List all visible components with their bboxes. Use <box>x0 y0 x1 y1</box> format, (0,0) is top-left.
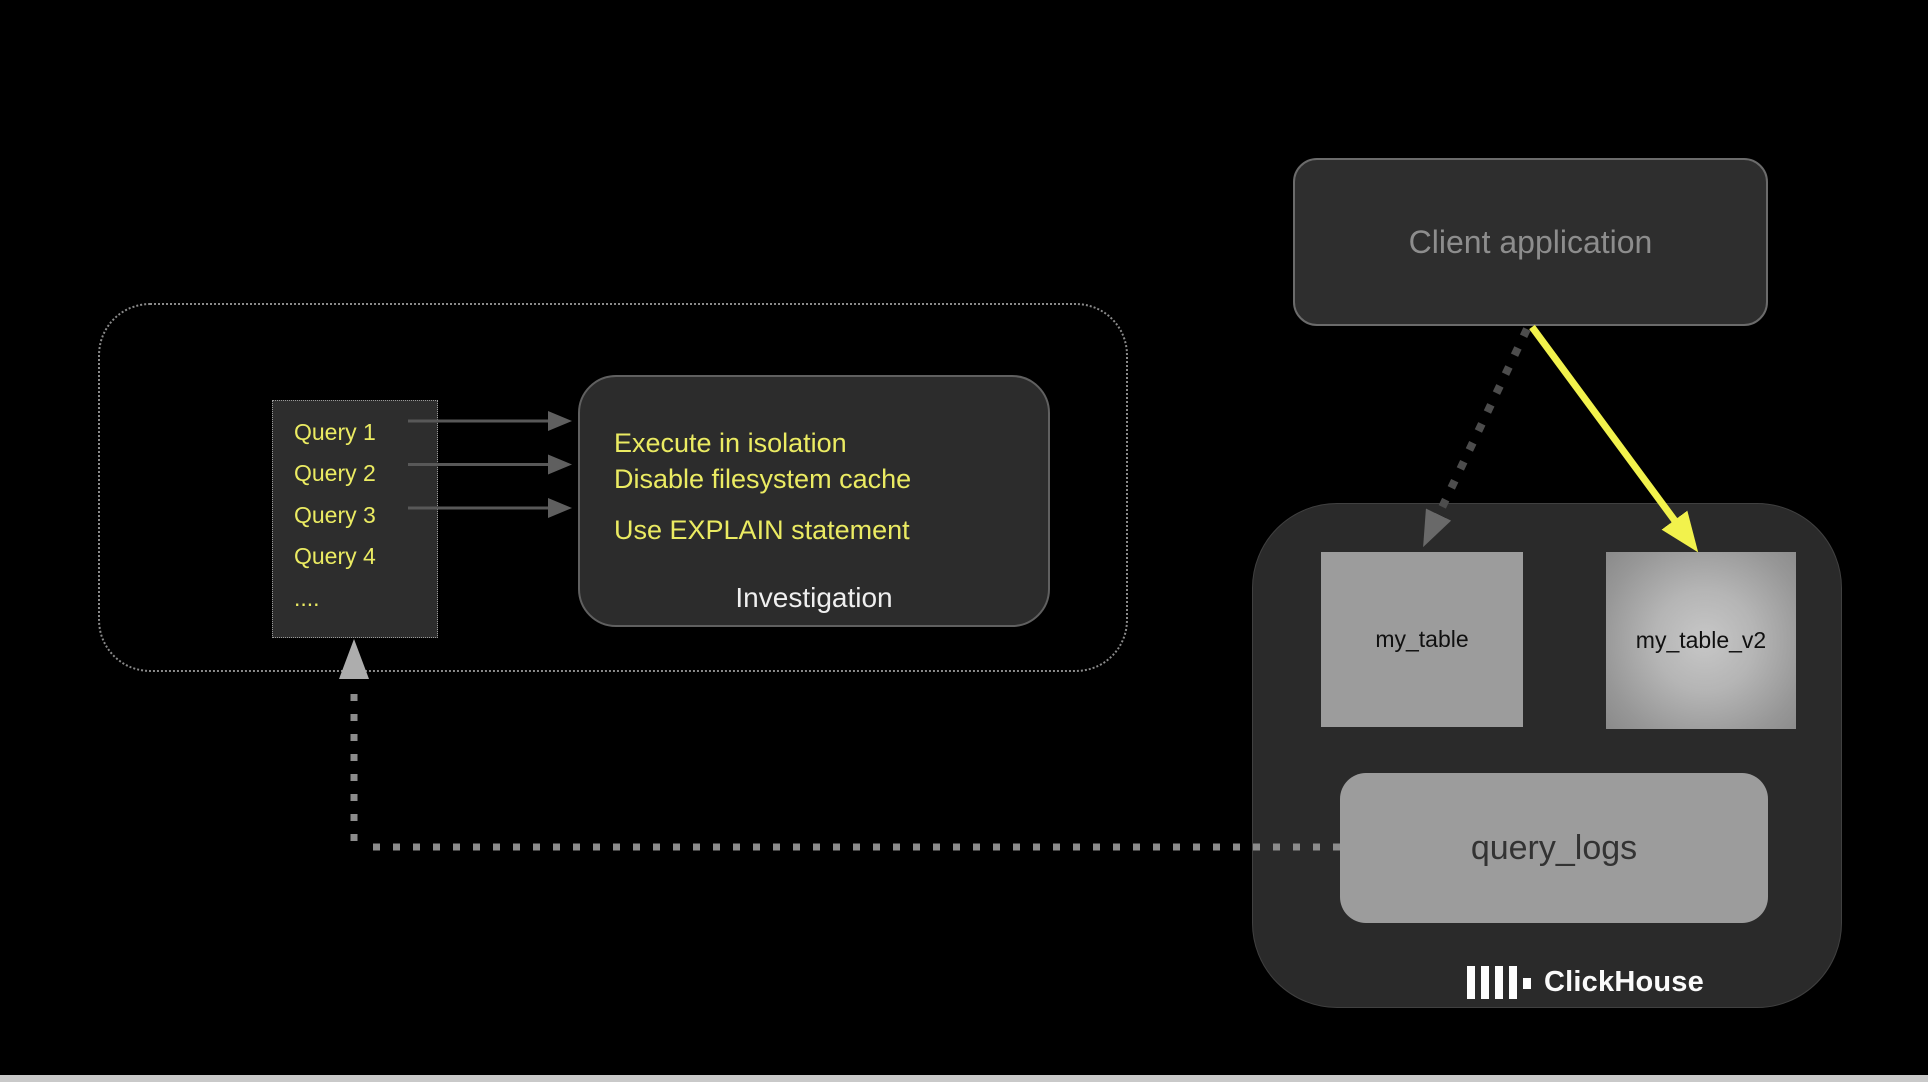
query-item: Query 1 <box>294 419 376 445</box>
my-table-box: my_table <box>1321 552 1523 727</box>
clickhouse-brand-label: ClickHouse <box>1544 965 1704 998</box>
client-application-label: Client application <box>1408 223 1653 260</box>
query-item: Query 2 <box>294 460 376 487</box>
query-list-box: Query 1 Query 2 Query 3 Query 4 .... <box>272 400 438 638</box>
bottom-edge-bar <box>0 1075 1928 1082</box>
query-item: Query 4 <box>294 543 376 570</box>
investigation-box-label: Investigation <box>735 582 893 613</box>
investigation-box: Execute in isolation Disable filesystem … <box>578 375 1050 627</box>
investigation-tip: Disable filesystem cache <box>614 464 912 494</box>
clickhouse-bars-icon <box>1467 965 1531 999</box>
query-logs-box: query_logs <box>1340 773 1768 923</box>
query-item-ellipsis: .... <box>294 584 320 611</box>
client-to-my-table-v2-arrow <box>1529 324 1699 553</box>
investigation-group-outline <box>98 303 1128 672</box>
query-logs-feedback-arrow <box>350 691 1340 851</box>
my-table-label: my_table <box>1375 626 1469 652</box>
my-table-v2-box: my_table_v2 <box>1606 552 1796 729</box>
my-table-v2-label: my_table_v2 <box>1635 627 1767 653</box>
investigation-tip: Use EXPLAIN statement <box>614 515 910 545</box>
client-application-box: Client application <box>1293 158 1768 326</box>
query-logs-label: query_logs <box>1470 828 1638 867</box>
investigation-tip: Execute in isolation <box>614 428 847 458</box>
clickhouse-container: my_table my_table_v2 query_logs ClickHou… <box>1252 503 1842 1008</box>
client-to-my-table-arrow <box>1423 327 1531 548</box>
clickhouse-logo: ClickHouse <box>1467 962 1704 1002</box>
query-item: Query 3 <box>294 501 376 528</box>
investigation-tips: Execute in isolation Disable filesystem … <box>614 425 911 548</box>
